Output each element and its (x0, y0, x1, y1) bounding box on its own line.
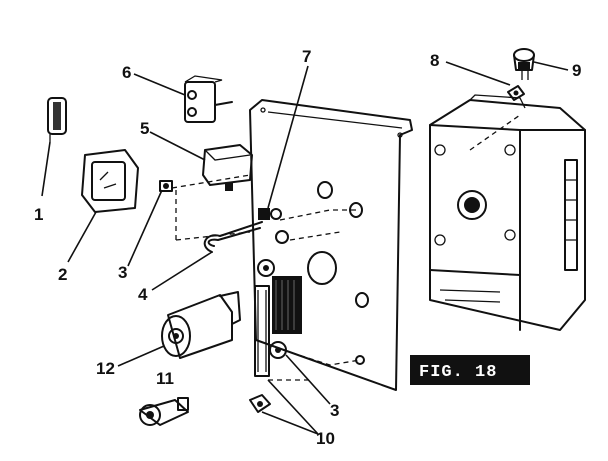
part-10-fittings (249, 259, 287, 413)
part-1-capsule (47, 97, 67, 142)
callout-3: 3 (118, 263, 127, 282)
callout-9: 9 (572, 61, 581, 80)
figure-caption: FIG. 18 (410, 355, 530, 385)
figure-caption-text: FIG. 18 (419, 363, 497, 382)
mounting-plate (249, 99, 413, 391)
callout-5: 5 (140, 119, 149, 138)
callout-3-lower: 3 (330, 401, 339, 420)
part-4-tube (203, 221, 263, 253)
callout-8: 8 (430, 51, 439, 70)
leader-lines (41, 61, 569, 435)
callouts: 1 2 3 4 5 6 7 8 9 10 11 12 3 (34, 47, 581, 448)
part-2-gauge (81, 149, 139, 213)
part-8-nipple (507, 85, 525, 101)
callout-11: 11 (156, 369, 174, 388)
callout-12: 12 (96, 359, 115, 378)
part-12-motor (161, 291, 241, 359)
callout-6: 6 (122, 63, 131, 82)
part-3-fitting-upper (159, 180, 173, 192)
part-7-valve (258, 208, 289, 244)
part-6-switch (184, 75, 233, 123)
part-11-valve (139, 397, 189, 426)
part-9-cap (513, 48, 535, 80)
assembly-lines (171, 114, 521, 381)
callout-4: 4 (138, 285, 148, 304)
part-5-control-box (202, 144, 253, 191)
pump-body (429, 94, 586, 331)
callout-2: 2 (58, 265, 67, 284)
callout-1: 1 (34, 205, 43, 224)
callout-10: 10 (316, 429, 335, 448)
callout-7: 7 (302, 47, 311, 66)
